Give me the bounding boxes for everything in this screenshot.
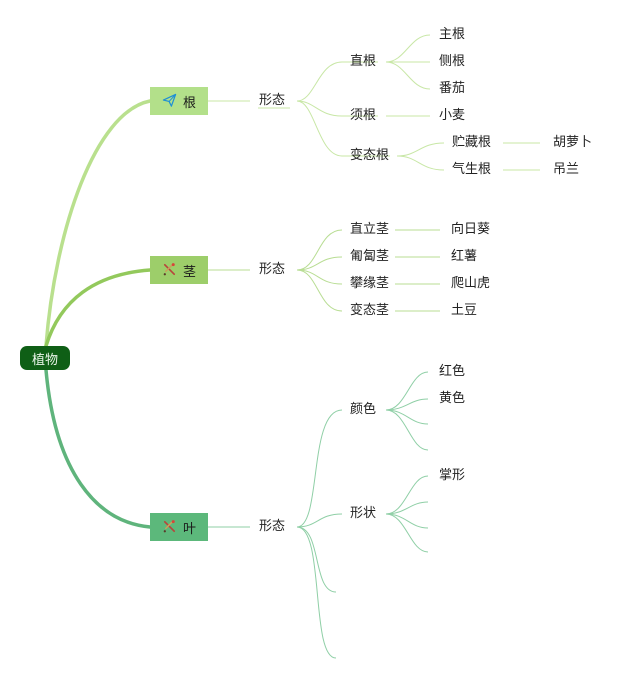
cegen-node[interactable]: 侧根 (439, 54, 466, 69)
xugen-node[interactable]: 须根 (350, 108, 377, 123)
connector-jing-xingtai-to-biantaijing (296, 269, 343, 312)
connector-jing-xingtai-to-pufujing (296, 256, 343, 271)
tools-icon (162, 519, 178, 535)
connector-root-to-jing (44, 268, 152, 348)
branch-node-gen[interactable]: 根 (150, 87, 208, 115)
huluobo-node[interactable]: 胡萝卜 (553, 135, 593, 150)
connector-ye-xingtai-to-yanse (296, 409, 343, 528)
huangse-node[interactable]: 黄色 (439, 391, 466, 406)
connector-jing-xingtai-to-zhilijing (296, 229, 343, 271)
zhigen-node[interactable]: 直根 (350, 54, 377, 69)
diaolan-node[interactable]: 吊兰 (553, 162, 580, 177)
branch-node-ye[interactable]: 叶 (150, 513, 208, 541)
connector-ye-xingtai-to-empty-2 (296, 526, 337, 659)
connector-xingzhuang-to-empty-2 (385, 513, 429, 529)
connector-xingzhuang-to-empty-1 (385, 501, 429, 515)
root-node[interactable]: 植物 (20, 346, 70, 370)
tudou-node[interactable]: 土豆 (451, 303, 478, 318)
jing-xingtai-node[interactable]: 形态 (259, 262, 286, 277)
connector-yanse-to-huangse (385, 398, 429, 411)
connector-xingzhuang-to-empty-3 (385, 513, 429, 553)
connector-yanse-to-hongse (385, 371, 429, 411)
branch-label-ye: 叶 (182, 521, 196, 537)
qishenggen-node[interactable]: 气生根 (452, 162, 492, 177)
connector-xingzhuang-to-zhangxing (385, 475, 429, 515)
connector-gen-xingtai-to-biantaigen (296, 100, 390, 157)
connector-yanse-to-empty-2 (385, 409, 429, 451)
panyuanjing-node[interactable]: 攀缘茎 (350, 276, 390, 291)
pufujing-node[interactable]: 匍匐茎 (350, 249, 390, 264)
connector-zhigen-to-zhugen (385, 34, 431, 63)
zhugen-node[interactable]: 主根 (439, 27, 466, 42)
connector-zhigen-to-fanqie (385, 61, 431, 90)
xiangrikui-node[interactable]: 向日葵 (451, 222, 491, 237)
gen-xingtai-node[interactable]: 形态 (259, 93, 286, 108)
tools-icon (162, 262, 178, 278)
zhilijing-node[interactable]: 直立茎 (350, 222, 390, 237)
hongshu-node[interactable]: 红薯 (451, 249, 478, 264)
biantaijing-node[interactable]: 变态茎 (350, 303, 390, 318)
pashanhu-node[interactable]: 爬山虎 (451, 276, 491, 291)
root-label: 植物 (31, 352, 58, 368)
connector-root-to-gen (44, 99, 152, 348)
branch-label-jing: 茎 (182, 264, 196, 280)
zhangxing-node[interactable]: 掌形 (439, 468, 466, 483)
connector-biantaigen-to-qishenggen (396, 155, 445, 171)
connector-gen-xingtai-to-zhigen (296, 61, 378, 102)
zhucanggen-node[interactable]: 贮藏根 (452, 135, 492, 150)
paper-plane-icon (162, 93, 178, 109)
ye-xingtai-node[interactable]: 形态 (259, 519, 286, 534)
fanqie-node[interactable]: 番茄 (439, 81, 466, 96)
hongse-node[interactable]: 红色 (439, 364, 466, 379)
connector-gen-xingtai-to-xugen (296, 100, 378, 117)
connector-ye-xingtai-to-empty-1 (296, 526, 337, 593)
connector-root-to-ye (44, 368, 152, 529)
branch-label-gen: 根 (182, 95, 196, 111)
connector-biantaigen-to-zhucanggen (396, 142, 445, 157)
branch-node-jing[interactable]: 茎 (150, 256, 208, 284)
yanse-node[interactable]: 颜色 (350, 402, 377, 417)
connector-ye-xingtai-to-xingzhuang (296, 513, 343, 528)
connector-yanse-to-empty-1 (385, 409, 429, 425)
xingzhuang-node[interactable]: 形状 (350, 506, 377, 521)
biantaigen-node[interactable]: 变态根 (350, 148, 390, 163)
xiaomai-node[interactable]: 小麦 (439, 108, 466, 123)
